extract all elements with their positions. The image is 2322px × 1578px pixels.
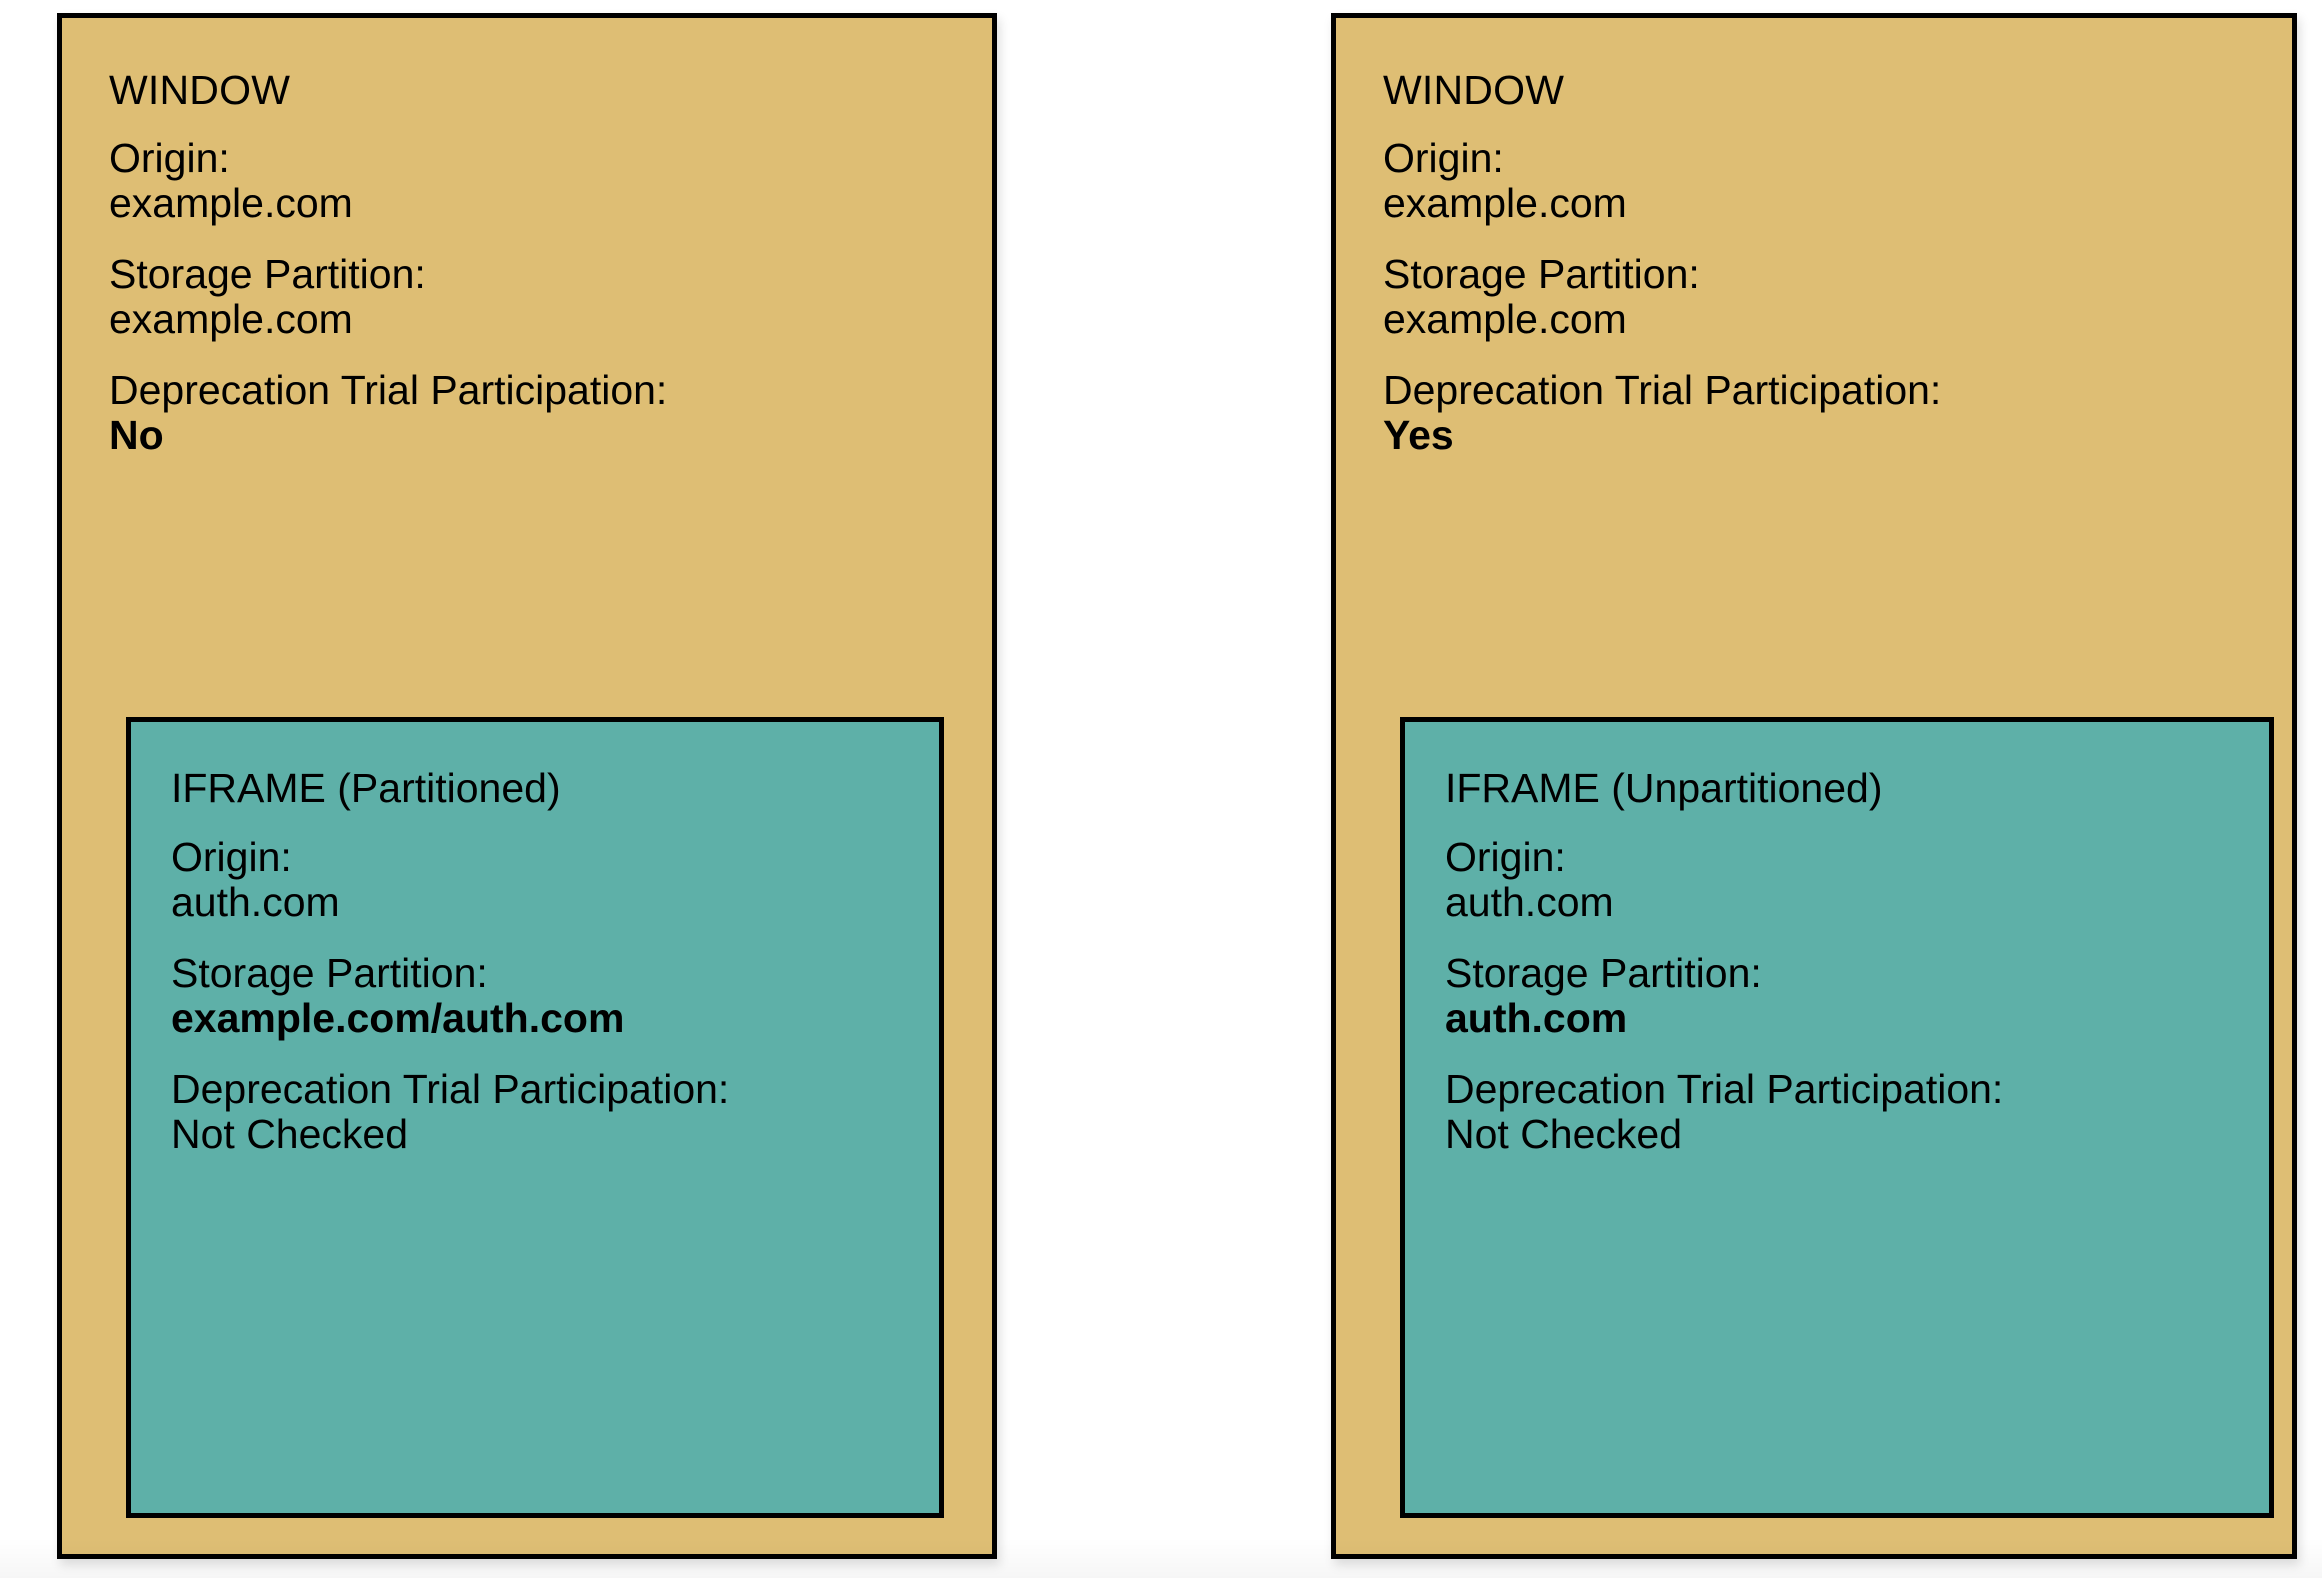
field-value: example.com xyxy=(109,296,353,342)
field-value: example.com xyxy=(1383,296,1627,342)
iframe-field-list: Origin: auth.com Storage Partition: auth… xyxy=(1445,835,2225,1157)
field-value: Yes xyxy=(1383,412,1454,458)
field-label: Origin: xyxy=(109,135,230,181)
iframe-field-origin: Origin: auth.com xyxy=(1445,835,2225,925)
field-value: auth.com xyxy=(171,879,340,925)
window-box-partitioned: WINDOW Origin: example.com Storage Parti… xyxy=(57,13,997,1559)
field-value: example.com xyxy=(1383,180,1627,226)
field-label: Deprecation Trial Participation: xyxy=(1383,367,1942,413)
field-value: example.com/auth.com xyxy=(171,995,625,1041)
window-field-list: Origin: example.com Storage Partition: e… xyxy=(1383,136,2223,458)
window-field-deprecation-trial: Deprecation Trial Participation: No xyxy=(109,368,949,458)
field-value: example.com xyxy=(109,180,353,226)
iframe-box-unpartitioned: IFRAME (Unpartitioned) Origin: auth.com … xyxy=(1400,717,2274,1518)
iframe-field-deprecation-trial: Deprecation Trial Participation: Not Che… xyxy=(1445,1067,2225,1157)
field-value: auth.com xyxy=(1445,995,1628,1041)
field-value: Not Checked xyxy=(171,1111,409,1157)
iframe-field-list: Origin: auth.com Storage Partition: exam… xyxy=(171,835,951,1157)
iframe-field-storage-partition: Storage Partition: auth.com xyxy=(1445,951,2225,1041)
window-field-origin: Origin: example.com xyxy=(109,136,949,226)
window-field-list: Origin: example.com Storage Partition: e… xyxy=(109,136,949,458)
window-field-storage-partition: Storage Partition: example.com xyxy=(1383,252,2223,342)
field-value: No xyxy=(109,412,164,458)
field-label: Origin: xyxy=(171,834,292,880)
iframe-field-deprecation-trial: Deprecation Trial Participation: Not Che… xyxy=(171,1067,951,1157)
field-label: Storage Partition: xyxy=(1383,251,1700,297)
iframe-box-partitioned: IFRAME (Partitioned) Origin: auth.com St… xyxy=(126,717,944,1518)
field-label: Storage Partition: xyxy=(171,950,488,996)
window-title: WINDOW xyxy=(1383,67,1565,113)
field-label: Deprecation Trial Participation: xyxy=(1445,1066,2004,1112)
iframe-title: IFRAME (Partitioned) xyxy=(171,765,561,811)
field-label: Origin: xyxy=(1383,135,1504,181)
field-value: Not Checked xyxy=(1445,1111,1683,1157)
field-label: Storage Partition: xyxy=(1445,950,1762,996)
window-field-storage-partition: Storage Partition: example.com xyxy=(109,252,949,342)
window-box-unpartitioned: WINDOW Origin: example.com Storage Parti… xyxy=(1331,13,2297,1559)
field-value: auth.com xyxy=(1445,879,1614,925)
field-label: Storage Partition: xyxy=(109,251,426,297)
iframe-field-origin: Origin: auth.com xyxy=(171,835,951,925)
window-field-deprecation-trial: Deprecation Trial Participation: Yes xyxy=(1383,368,2223,458)
iframe-field-storage-partition: Storage Partition: example.com/auth.com xyxy=(171,951,951,1041)
field-label: Deprecation Trial Participation: xyxy=(109,367,668,413)
iframe-title: IFRAME (Unpartitioned) xyxy=(1445,765,1883,811)
window-title: WINDOW xyxy=(109,67,291,113)
window-field-origin: Origin: example.com xyxy=(1383,136,2223,226)
field-label: Deprecation Trial Participation: xyxy=(171,1066,730,1112)
field-label: Origin: xyxy=(1445,834,1566,880)
